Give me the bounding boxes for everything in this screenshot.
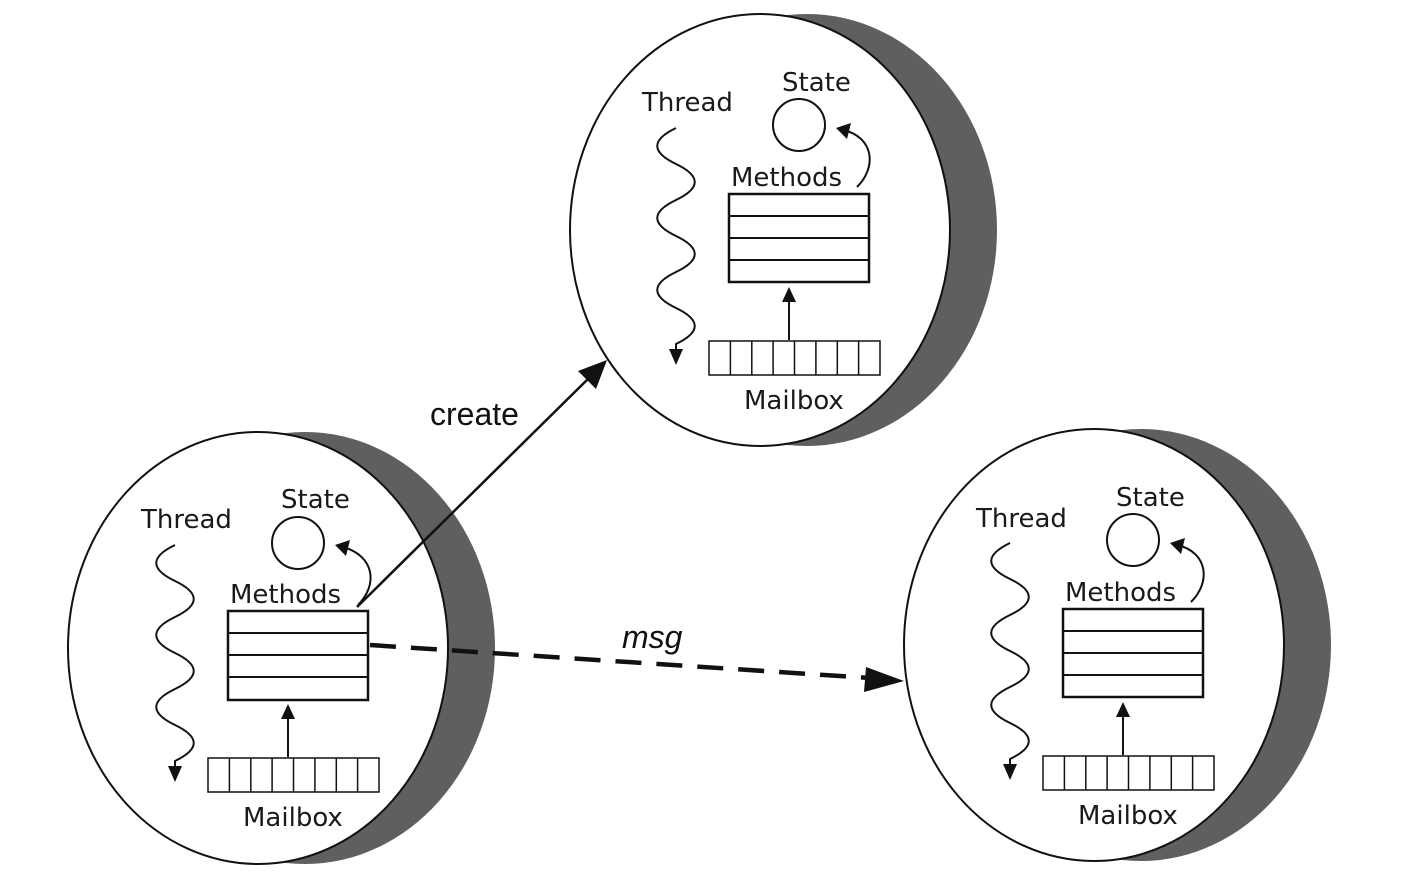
- actor-left-thread-wave: [155, 544, 195, 778]
- actor-top-methods-state-arrow: [843, 129, 871, 188]
- actor-left-mailbox-label: Mailbox: [243, 803, 343, 833]
- actor-right-state-label: State: [1116, 483, 1185, 513]
- actor-right-methods-state-arrowhead: [1170, 538, 1185, 554]
- actor-left-mailbox-arrowhead: [281, 704, 295, 719]
- msg-edge: msg: [369, 619, 904, 692]
- actor-top-mailbox-label: Mailbox: [744, 386, 844, 416]
- actor-top-thread-arrowhead: [669, 349, 683, 365]
- actor-top-methods-table: [727, 192, 871, 284]
- actor-right-thread-wave: [990, 542, 1030, 776]
- actor-left-state-label: State: [281, 485, 350, 515]
- msg-edge-line: [369, 642, 871, 681]
- actor-left: Thread State Methods Mailbox: [67, 431, 495, 865]
- actor-left-methods-label: Methods: [230, 580, 341, 610]
- actor-left-methods-state-arrowhead: [335, 540, 350, 556]
- actor-right-methods-label: Methods: [1065, 578, 1176, 608]
- actor-top-state-label: State: [782, 68, 851, 98]
- create-edge: create: [356, 360, 607, 608]
- actor-right-thread-label: Thread: [975, 504, 1067, 534]
- actor-right-mailbox-label: Mailbox: [1078, 801, 1178, 831]
- actor-right-mailbox-arrowhead: [1116, 702, 1130, 717]
- msg-edge-label: msg: [622, 619, 683, 655]
- create-edge-arrowhead: [578, 360, 607, 389]
- actor-left-thread-label: Thread: [140, 505, 232, 535]
- actor-top-thread-label: Thread: [641, 88, 733, 118]
- actor-left-state-circle: [271, 516, 325, 570]
- msg-edge-arrowhead: [864, 667, 904, 692]
- actor-top-methods-label: Methods: [731, 163, 842, 193]
- create-edge-label: create: [430, 396, 519, 432]
- actor-top: Thread State Methods Mailbox: [569, 13, 997, 447]
- actor-left-methods-state-arrow: [342, 546, 372, 606]
- actor-right-thread-arrowhead: [1003, 764, 1017, 780]
- actor-left-methods-table: [226, 609, 370, 702]
- actor-right: Thread State Methods Mailbox: [903, 428, 1331, 862]
- actor-left-thread-arrowhead: [168, 766, 182, 782]
- actor-right-state-circle: [1106, 513, 1160, 567]
- actor-top-thread-wave: [656, 127, 696, 361]
- actor-top-mailbox-arrowhead: [782, 287, 796, 302]
- actor-right-methods-state-arrow: [1177, 544, 1205, 603]
- actor-top-mailbox: [708, 340, 881, 376]
- actor-right-methods-table: [1061, 607, 1205, 699]
- actor-top-state-circle: [772, 98, 826, 152]
- create-edge-line: [356, 374, 593, 608]
- actor-right-mailbox: [1042, 755, 1215, 791]
- actor-left-mailbox: [207, 757, 380, 793]
- actor-top-methods-state-arrowhead: [836, 123, 851, 139]
